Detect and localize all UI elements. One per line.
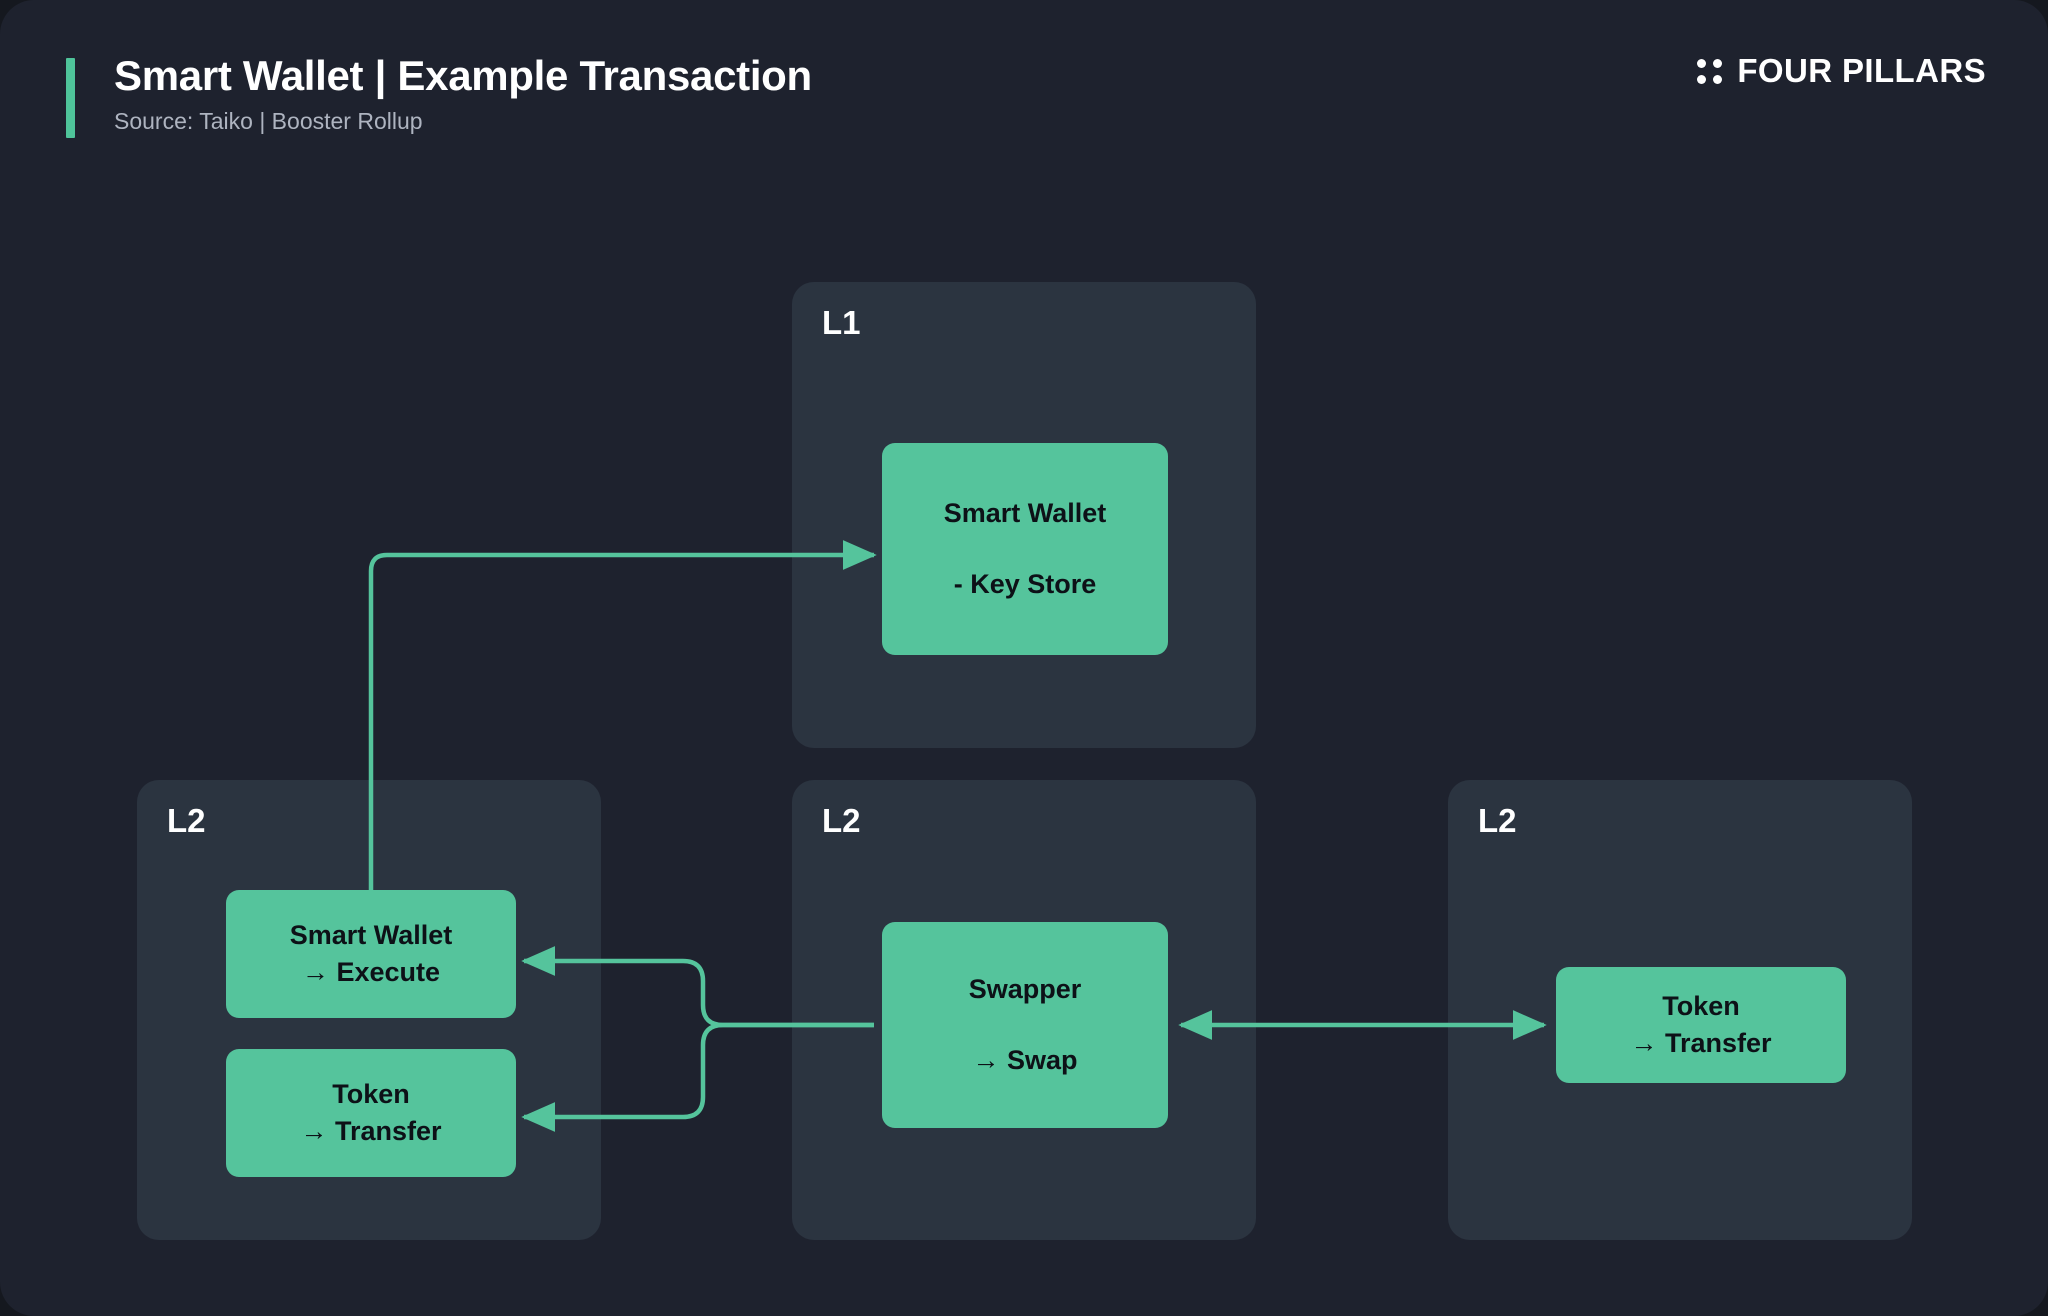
panel-label-l2-a: L2 bbox=[167, 802, 206, 839]
node-token-transfer-c[interactable]: Token → Transfer bbox=[1556, 967, 1846, 1083]
node-subtitle: → Execute bbox=[301, 957, 441, 987]
node-subtitle: → Transfer bbox=[300, 1116, 442, 1146]
node-subtitle: → Swap bbox=[972, 1045, 1078, 1075]
header: Smart Wallet | Example Transaction Sourc… bbox=[0, 0, 2048, 190]
node-token-transfer-a[interactable]: Token → Transfer bbox=[226, 1049, 516, 1177]
brand-name: FOUR PILLARS bbox=[1737, 52, 1986, 89]
node-subtitle: → Transfer bbox=[1630, 1028, 1772, 1058]
node-subtitle: - Key Store bbox=[953, 569, 1097, 599]
page-subtitle: Source: Taiko | Booster Rollup bbox=[114, 108, 423, 134]
four-dots-icon bbox=[1697, 58, 1723, 84]
panel-label-l2-b: L2 bbox=[822, 802, 861, 839]
node-title: Smart Wallet bbox=[943, 497, 1107, 528]
panel-label-l1: L1 bbox=[822, 304, 861, 341]
panel-label-l2-c: L2 bbox=[1478, 802, 1517, 839]
node-smart-wallet-l1[interactable]: Smart Wallet - Key Store bbox=[882, 443, 1168, 655]
node-title: Swapper bbox=[968, 973, 1082, 1004]
node-title: Token bbox=[332, 1078, 410, 1109]
node-swapper-swap[interactable]: Swapper → Swap bbox=[882, 922, 1168, 1128]
brand-logo: FOUR PILLARS bbox=[1697, 52, 1986, 90]
title-accent-bar bbox=[66, 58, 75, 138]
node-title: Token bbox=[1662, 990, 1740, 1021]
page-title: Smart Wallet | Example Transaction bbox=[114, 52, 812, 99]
node-title: Smart Wallet bbox=[289, 919, 453, 950]
node-smart-wallet-execute[interactable]: Smart Wallet → Execute bbox=[226, 890, 516, 1018]
